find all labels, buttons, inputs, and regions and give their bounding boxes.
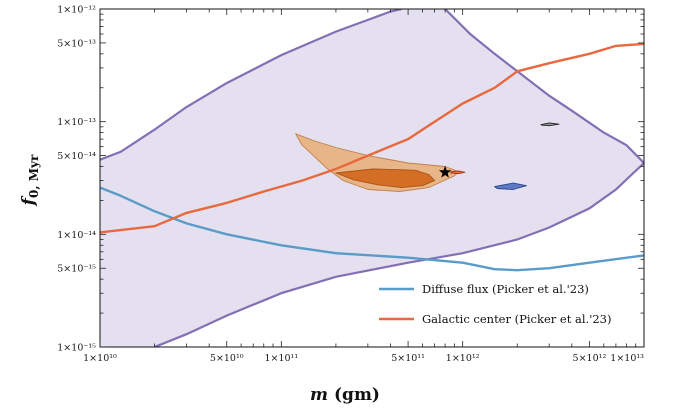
contour-region-5 xyxy=(540,122,560,127)
y-tick-label: 1×10⁻¹⁵ xyxy=(57,343,96,354)
plot-frame xyxy=(99,8,645,348)
legend-label-2: Galactic center (Picker et al.'23) xyxy=(422,312,611,326)
legend: Diffuse flux (Picker et al.'23) Galactic … xyxy=(379,282,611,326)
x-axis-label: m(gm) xyxy=(310,385,380,405)
series-lines xyxy=(100,42,644,272)
x-tick-label: 1×10¹⁰ xyxy=(83,353,117,364)
x-tick-label: 1×10¹¹ xyxy=(264,353,298,364)
y-tick-label: 5×10⁻¹³ xyxy=(57,38,96,49)
y-tick-label: 1×10⁻¹³ xyxy=(57,117,96,128)
x-tick-label: 5×10¹⁰ xyxy=(210,353,244,364)
x-tick-label: 1×10¹² xyxy=(446,353,480,364)
markers xyxy=(438,165,452,178)
y-tick-label: 1×10⁻¹² xyxy=(57,5,96,16)
y-tick-label: 5×10⁻¹⁴ xyxy=(57,151,96,162)
star-marker-1 xyxy=(438,165,452,178)
contour-region-2 xyxy=(335,168,436,189)
band-lower-edge xyxy=(154,162,644,347)
series-line-2 xyxy=(100,42,644,234)
x-tick-label: 1×10¹³ xyxy=(610,353,644,364)
contour-region-4 xyxy=(494,182,527,190)
x-tick-label: 5×10¹¹ xyxy=(391,353,425,364)
band-upper-edge xyxy=(100,9,402,161)
legend-label-1: Diffuse flux (Picker et al.'23) xyxy=(422,282,589,296)
y-tick-label: 5×10⁻¹⁵ xyxy=(57,264,96,275)
band-right-edge xyxy=(444,9,644,164)
x-tick-label: 5×10¹² xyxy=(573,353,607,364)
contour-region-3 xyxy=(450,170,466,175)
y-axis-label: f0, Myr xyxy=(19,154,41,206)
y-tick-label: 1×10⁻¹⁴ xyxy=(57,230,96,241)
series-line-1 xyxy=(100,186,644,272)
contour-regions xyxy=(295,122,560,192)
